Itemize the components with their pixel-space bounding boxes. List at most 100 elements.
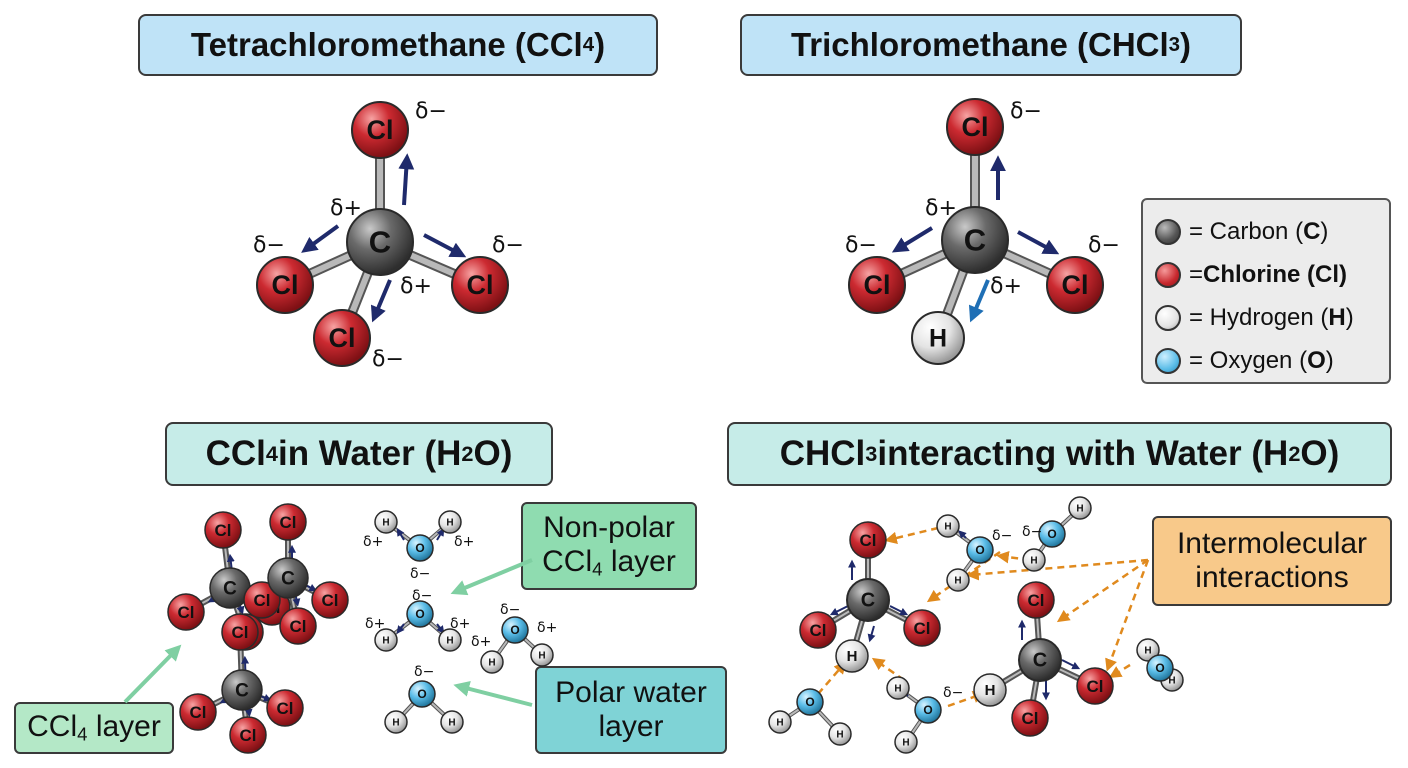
legend-chlorine-bold: Chlorine (Cl): [1203, 260, 1348, 288]
hydrogen-atom: H: [768, 710, 792, 734]
chcl3-title-tail: ): [1180, 26, 1192, 63]
atom-label: Cl: [1062, 270, 1089, 300]
chlorine-atom: Cl: [1011, 699, 1049, 737]
atom-label: O: [975, 543, 984, 557]
dipole-arrow: [396, 527, 405, 541]
atom-sphere: [530, 643, 554, 667]
chlorine-atom: Cl: [1076, 667, 1114, 705]
ccl4-layer-sub: 4: [77, 723, 88, 745]
atom-label: Cl: [810, 621, 827, 640]
atom-label: Cl: [277, 699, 294, 718]
dipole-arrow: [968, 279, 990, 323]
atom-label: Cl: [1022, 709, 1039, 728]
atom-label: H: [1076, 504, 1083, 515]
atom-sphere: [848, 256, 906, 314]
atom-sphere: [167, 593, 205, 631]
atom-sphere: [768, 710, 792, 734]
hydrogen-atom: H: [384, 710, 408, 734]
atom-label: H: [448, 718, 455, 729]
hydrogen-atom: H: [438, 510, 462, 534]
carbon-atom: C: [346, 208, 414, 276]
legend-row-oxygen: = Oxygen (O): [1155, 339, 1389, 382]
chcl3-water-title-tail: O): [1300, 434, 1340, 473]
chlorine-atom: Cl: [903, 609, 941, 647]
legend-oxygen-post: ): [1325, 346, 1334, 374]
atom-sphere: [269, 503, 307, 541]
chlorine-atom: Cl: [351, 101, 409, 159]
interaction-arrow: [884, 526, 939, 545]
atom-sphere: [374, 510, 398, 534]
atom-label: O: [510, 623, 519, 637]
partial-negative-charge: δ−: [372, 347, 404, 372]
atom-label: Cl: [1087, 677, 1104, 696]
atom-sphere: [204, 511, 242, 549]
intermolecular-line1: Intermolecular: [1176, 527, 1368, 561]
atom-label: C: [369, 225, 391, 260]
atom-label: Cl: [367, 115, 394, 145]
legend-oxygen-pre: = Oxygen (: [1189, 346, 1308, 374]
hydrogen-atom: H: [894, 730, 918, 754]
chlorine-atom: Cl: [313, 309, 371, 367]
atom-sphere: [903, 609, 941, 647]
atom-sphere: [1068, 496, 1092, 520]
atom-sphere: [1046, 256, 1104, 314]
atom-sphere: [1146, 654, 1174, 682]
chcl3-water-title-pre: CHCl: [779, 434, 866, 473]
atom-label: C: [235, 680, 249, 701]
legend-hydrogen-sym: H: [1328, 303, 1346, 331]
ccl4-title-tail: ): [594, 26, 606, 63]
hydrogen-atom: H: [973, 673, 1007, 707]
partial-positive-charge: δ+: [454, 534, 474, 550]
legend-carbon-post: ): [1320, 217, 1329, 245]
atoms-layer: ClClClClCClClClHCClClClClCClClClClCClClC…: [167, 98, 1184, 754]
oxygen-atom: O: [501, 616, 529, 644]
partial-negative-charge: δ−: [1022, 524, 1042, 540]
chlorine-atom: Cl: [799, 611, 837, 649]
partial-negative-charge: δ−: [1088, 233, 1120, 258]
atom-label: H: [488, 658, 495, 669]
carbon-atom: C: [221, 669, 263, 711]
atom-label: O: [923, 703, 932, 717]
atom-sphere: [946, 98, 1004, 156]
atom-label: H: [382, 636, 389, 647]
partial-positive-charge: δ+: [365, 616, 385, 632]
chcl3-title-main: Trichloromethane (CHCl: [790, 26, 1169, 63]
atom-sphere: [229, 716, 267, 754]
ccl4-water-title-sub2: 2: [461, 441, 474, 466]
partial-negative-charge: δ−: [1010, 99, 1042, 124]
chcl3-title-sub: 3: [1168, 33, 1181, 56]
carbon-atom: C: [846, 578, 890, 622]
atom-label: C: [281, 568, 295, 589]
atom-label: H: [1168, 676, 1175, 687]
dipole-arrow: [867, 625, 876, 643]
ccl4-title-sub: 4: [582, 33, 595, 56]
atom-sphere: [894, 730, 918, 754]
legend-hydrogen-post: ): [1345, 303, 1354, 331]
atom-label: H: [776, 718, 783, 729]
callout-pointer-arrow: [450, 558, 533, 596]
polar-line2: layer: [598, 710, 664, 743]
chlorine-atom: Cl: [1017, 581, 1055, 619]
atom-sphere: [886, 676, 910, 700]
hydrogen-swatch-icon: [1155, 304, 1181, 331]
atom-sphere: [243, 581, 281, 619]
atom-sphere: [406, 534, 434, 562]
ccl4-layer-text: CCl4 layer: [27, 710, 161, 745]
partial-negative-charge: δ−: [412, 588, 432, 604]
hydrogen-atom: H: [886, 676, 910, 700]
atom-label: Cl: [215, 521, 232, 540]
oxygen-atom: O: [966, 536, 994, 564]
polar-water-callout: Polar water layer: [535, 666, 727, 754]
ccl4-water-title-tail: O): [473, 434, 513, 473]
chlorine-swatch-icon: [1155, 261, 1181, 288]
atom-label: H: [538, 651, 545, 662]
legend-chlorine-pre: =: [1189, 260, 1204, 288]
chcl3-water-title-sub1: 3: [865, 441, 878, 466]
ccl4-water-title-sub1: 4: [265, 441, 278, 466]
hydrogen-atom: H: [374, 628, 398, 652]
partial-positive-charge: δ+: [537, 620, 557, 636]
dipole-arrow: [423, 233, 467, 258]
